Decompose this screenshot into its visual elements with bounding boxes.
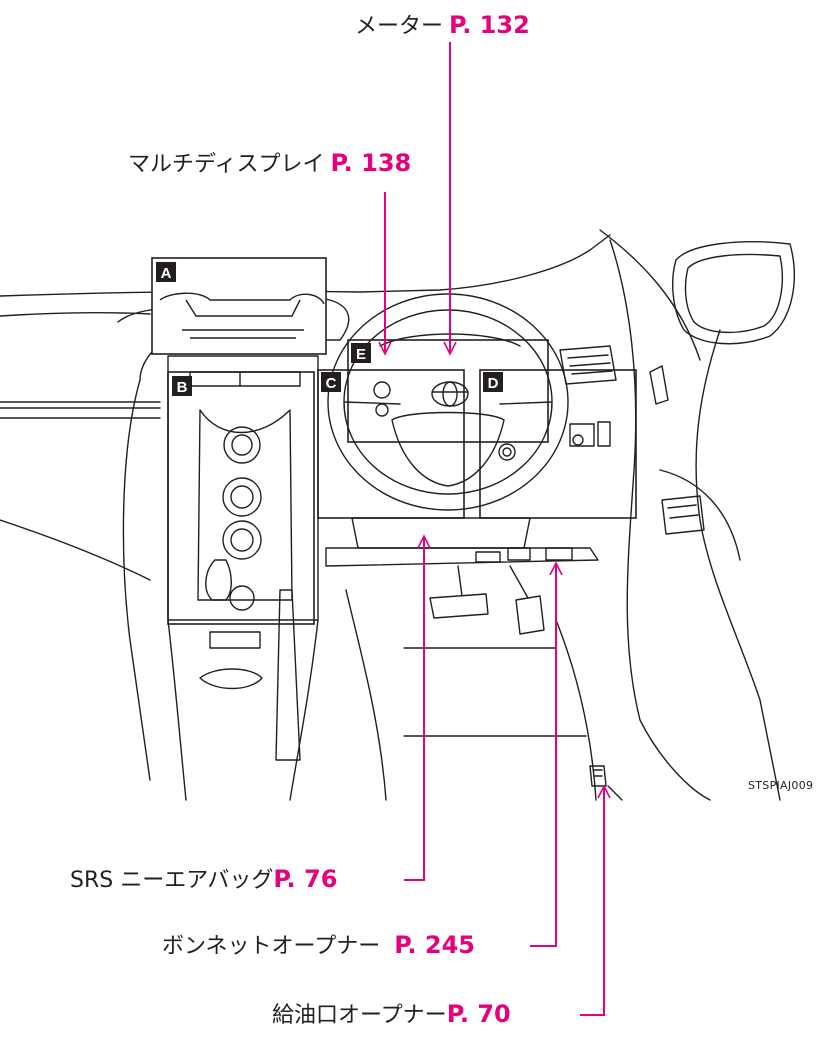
hood-opener-lever <box>475 547 573 563</box>
dashboard-top-edge <box>0 234 611 297</box>
callout-srs-knee-airbag: SRS ニーエアバッグP. 76 <box>70 866 337 894</box>
dashboard-left-trim <box>0 311 151 317</box>
badge-a <box>156 262 176 282</box>
steering-spoke-left <box>343 401 401 405</box>
floor-mat <box>345 589 387 801</box>
side-mirror <box>672 241 795 345</box>
callout-meter-label: メーター <box>355 14 444 39</box>
badge-b-letter: B <box>177 379 188 396</box>
callout-hood-label: ボンネットオープナー <box>162 934 381 959</box>
callout-srs-page[interactable]: P. 76 <box>273 865 338 893</box>
region-c-frame <box>317 369 465 519</box>
wheel-switch-left <box>373 381 391 399</box>
arrow-meter <box>443 341 457 356</box>
callout-fuel-page[interactable]: P. 70 <box>446 1000 511 1028</box>
door-trim-right <box>695 329 781 801</box>
lower-console <box>167 619 319 801</box>
left-side-curve <box>122 379 151 781</box>
window-switch <box>661 495 705 535</box>
region-d-frame <box>479 369 637 519</box>
lower-dash <box>325 547 599 567</box>
right-switch-panel <box>569 423 595 447</box>
badge-c-letter: C <box>326 375 337 392</box>
callout-meter-page[interactable]: P. 132 <box>449 11 530 39</box>
right-dash-curve <box>609 239 711 801</box>
callout-hood-opener: ボンネットオープナー P. 245 <box>162 932 475 960</box>
badge-d <box>483 372 503 392</box>
leader-srs-knee-airbag <box>404 538 425 881</box>
toyota-emblem <box>431 381 469 407</box>
badge-e <box>351 343 371 363</box>
arrow-srs <box>417 534 431 549</box>
right-vent <box>559 345 617 385</box>
door-edge-left <box>0 519 151 581</box>
arrow-hood <box>549 561 563 576</box>
badge-c <box>321 372 341 392</box>
badge-d-letter: D <box>488 375 499 392</box>
fan-knob <box>222 520 262 560</box>
callout-multi-display-page[interactable]: P. 138 <box>330 149 412 177</box>
shift-lever <box>205 559 232 601</box>
callout-multi-display-label: マルチディスプレイ <box>128 152 325 177</box>
temp-knob <box>222 477 262 517</box>
cup-holder <box>199 668 263 690</box>
leader-hood-opener <box>530 565 557 947</box>
leader-lines <box>384 42 605 1016</box>
vent-row <box>189 371 301 387</box>
accelerator-pedal <box>515 595 545 635</box>
region-b-frame <box>167 371 315 625</box>
steering-column <box>351 517 531 549</box>
badge-a-letter: A <box>161 265 172 282</box>
badge-e-letter: E <box>356 346 366 363</box>
brake-pedal <box>429 593 489 619</box>
leader-fuel-opener <box>580 788 605 1016</box>
arrow-fuel <box>597 784 611 799</box>
steering-spoke-right <box>499 401 553 405</box>
region-e-frame <box>347 339 549 443</box>
badge-b <box>172 376 192 396</box>
hazard-knob <box>223 426 261 464</box>
callout-srs-label: SRS ニーエアバッグ <box>70 868 274 893</box>
callout-fuel-label: 給油口オープナー <box>272 1003 447 1028</box>
parking-brake <box>275 589 301 761</box>
callout-hood-page[interactable]: P. 245 <box>394 931 476 959</box>
region-a-frame <box>151 257 327 355</box>
fuel-opener-lever <box>589 765 607 787</box>
figure-code: STSPIAJ009 <box>748 779 814 792</box>
arrow-multi-display <box>378 341 392 356</box>
dashboard-left-panel <box>0 401 161 419</box>
region-a-vent <box>159 292 325 305</box>
center-stack-inner <box>197 409 293 601</box>
ignition-switch <box>498 443 516 461</box>
a-pillar <box>599 229 701 361</box>
steering-hub <box>391 411 505 487</box>
steering-wheel-outer <box>327 293 569 511</box>
callout-fuel-door-opener: 給油口オープナーP. 70 <box>272 1001 511 1029</box>
